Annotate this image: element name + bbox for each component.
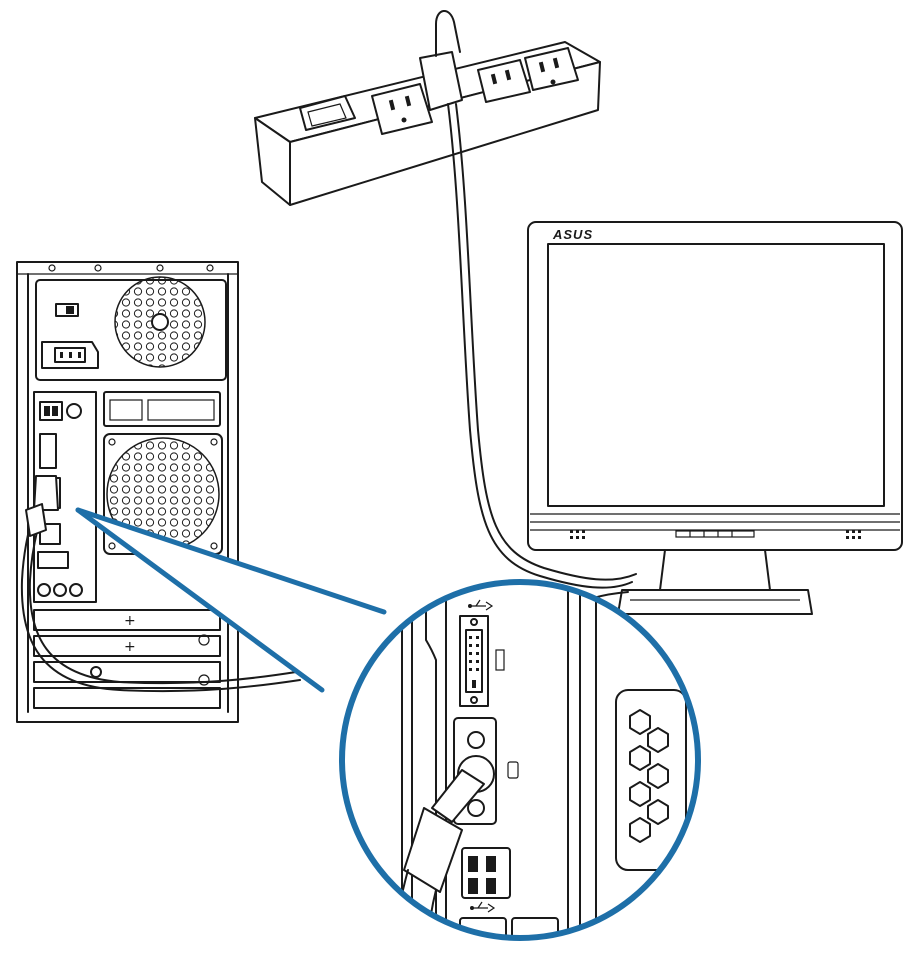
vent-honeycomb: [615, 689, 687, 871]
vga-cable-edge: [28, 493, 297, 685]
speaker-grill-right: [846, 530, 861, 539]
dvi-port-icon: [39, 433, 57, 469]
vga-cable: [20, 493, 301, 693]
monitor-neck: [659, 549, 771, 591]
lan-port-icon: [37, 551, 69, 569]
monitor-logo: ASUS: [552, 227, 593, 242]
monitor-buttons: [675, 530, 755, 538]
power-switch: [299, 95, 356, 131]
usb-port-icon: [39, 401, 63, 421]
vga-plug-small: [25, 475, 59, 537]
usb-port-icon: [461, 847, 511, 899]
magnifier-ring: [339, 579, 701, 941]
power-supply: [35, 276, 227, 381]
power-cable-edge: [455, 103, 637, 581]
outlet: [524, 47, 579, 91]
usb-port-icon: [459, 917, 559, 938]
outlet: [477, 59, 531, 103]
monitor-screen: [547, 243, 885, 507]
voltage-switch: [55, 303, 79, 317]
usb-icon: [470, 901, 496, 913]
magnifier-callout: [75, 507, 701, 941]
outlet: [371, 83, 433, 135]
power-plug: [419, 10, 463, 111]
power-strip: [254, 10, 601, 206]
usb-icon: [468, 599, 494, 611]
rear-io-panel: [33, 391, 97, 603]
power-cable: [447, 103, 633, 589]
svg-text:+: +: [124, 613, 136, 629]
monitor-base: [617, 589, 813, 615]
lcd-monitor: ASUS: [527, 221, 903, 615]
desktop-tower: + +: [16, 261, 239, 723]
svg-text:+: +: [124, 639, 136, 655]
dvi-port-icon: [459, 615, 505, 707]
case-fan-vent: [103, 433, 223, 555]
power-inlet-icon: [41, 341, 99, 369]
speaker-grill-left: [570, 530, 585, 539]
